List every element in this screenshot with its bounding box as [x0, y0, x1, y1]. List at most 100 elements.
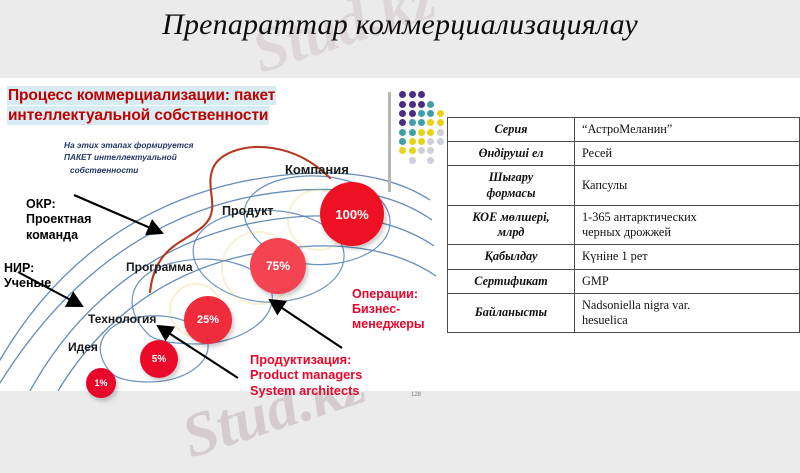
dot	[417, 109, 425, 117]
dot	[399, 100, 407, 108]
stage-percent-bubble: 75%	[250, 238, 306, 294]
stage-percent-bubble: 100%	[320, 182, 384, 246]
stage-percent-bubble: 25%	[184, 296, 232, 344]
table-cell-key: Өндіруші ел	[447, 141, 575, 167]
table-cell-value: Ресей	[574, 141, 800, 167]
dot	[437, 157, 444, 164]
stage-label: Компания	[285, 162, 349, 177]
dot-matrix-row	[398, 118, 445, 127]
ip-package-note: На этих этапах формируется ПАКЕТ интелле…	[64, 139, 254, 176]
table-cell-value: GMP	[574, 268, 800, 294]
dot	[408, 91, 416, 99]
dot	[399, 138, 407, 146]
table-cell-value: Капсулы	[574, 165, 800, 206]
dot	[408, 138, 416, 146]
role-label-nir-line-1: НИР:	[4, 261, 35, 275]
dot	[408, 100, 416, 108]
note-line-1: На этих этапах формируется	[64, 140, 194, 150]
stage-label: Идея	[68, 340, 98, 354]
dot	[399, 91, 407, 99]
dot	[427, 91, 434, 98]
red-label-operations: Операции: Бизнес- менеджеры	[352, 287, 425, 332]
stage-percent-bubble: 1%	[86, 368, 116, 398]
dot	[417, 128, 425, 136]
red-label-productization-line-3: System architects	[250, 382, 360, 398]
dot	[437, 91, 444, 98]
dot	[417, 91, 425, 99]
dot	[408, 128, 416, 136]
dot-matrix-row	[398, 156, 445, 165]
red-label-productization-line-2: Product managers	[250, 367, 363, 383]
diagram-heading-line-1: Процесс коммерциализации: пакет	[8, 87, 276, 104]
table-cell-key: КОЕ мөлшері,млрд	[447, 204, 575, 246]
dot	[399, 109, 407, 117]
decorative-vertical-bar	[388, 92, 391, 192]
dot	[427, 109, 435, 117]
dot	[399, 119, 407, 127]
dot	[418, 157, 425, 164]
dot	[436, 128, 444, 136]
role-label-nir-line-2: Ученые	[4, 276, 52, 291]
dot	[436, 119, 444, 127]
dot	[417, 138, 425, 146]
note-line-3: собственности	[70, 164, 139, 175]
stage-label: Программа	[126, 260, 193, 274]
dot	[399, 128, 407, 136]
role-label-okr-line-1: ОКР:	[26, 197, 56, 211]
role-label-okr: ОКР: Проектная команда	[26, 197, 91, 243]
dot	[437, 147, 444, 154]
dot	[417, 147, 425, 155]
table-cell-key: Байланысты	[447, 292, 575, 334]
dot-matrix-row	[398, 128, 445, 137]
stage-percent-bubble: 5%	[140, 340, 178, 378]
red-label-operations-line-3: менеджеры	[352, 317, 425, 331]
red-label-operations-line-2: Бизнес-	[352, 302, 401, 316]
table-row: Серия“АстроМеланин”	[447, 116, 800, 143]
dot	[427, 100, 435, 108]
dot	[427, 138, 435, 146]
dot	[436, 109, 444, 117]
table-cell-key: Қабылдау	[447, 244, 575, 270]
dot	[437, 101, 444, 108]
role-label-nir: НИР: Ученые	[4, 261, 51, 292]
dot	[427, 156, 435, 164]
dot-matrix-row	[398, 137, 445, 146]
table-cell-key: Серия	[447, 116, 575, 143]
dot	[408, 147, 416, 155]
dot-matrix-decoration	[398, 90, 445, 165]
dot	[408, 156, 416, 164]
dot	[399, 147, 407, 155]
role-label-okr-line-2: Проектная	[26, 212, 92, 227]
dot	[436, 138, 444, 146]
dot	[408, 109, 416, 117]
note-line-2: ПАКЕТ интеллектуальной	[64, 152, 177, 163]
dot	[408, 119, 416, 127]
dot	[417, 119, 425, 127]
dot	[427, 128, 435, 136]
role-label-okr-line-3: команда	[26, 227, 79, 242]
table-cell-value: Nadsoniella nigra var.hesuelica	[574, 292, 800, 334]
dot-matrix-row	[398, 90, 445, 99]
table-cell-key: Сертификат	[447, 268, 575, 294]
page-number: 128	[411, 392, 422, 398]
page-title: Препараттар коммерциализациялау	[162, 8, 638, 41]
table-cell-value: “АстроМеланин”	[574, 116, 800, 143]
table-cell-value: Күніне 1 рет	[574, 244, 800, 270]
red-label-productization: Продуктизация: Product managers System a…	[250, 352, 362, 398]
stage-label: Продукт	[222, 204, 274, 218]
dot-matrix-row	[398, 99, 445, 108]
dot	[427, 147, 435, 155]
dot	[417, 100, 425, 108]
diagram-heading: Процесс коммерциализации: пакет интеллек…	[8, 86, 320, 127]
dot-matrix-row	[398, 109, 445, 118]
stage-label: Технология	[88, 312, 157, 326]
